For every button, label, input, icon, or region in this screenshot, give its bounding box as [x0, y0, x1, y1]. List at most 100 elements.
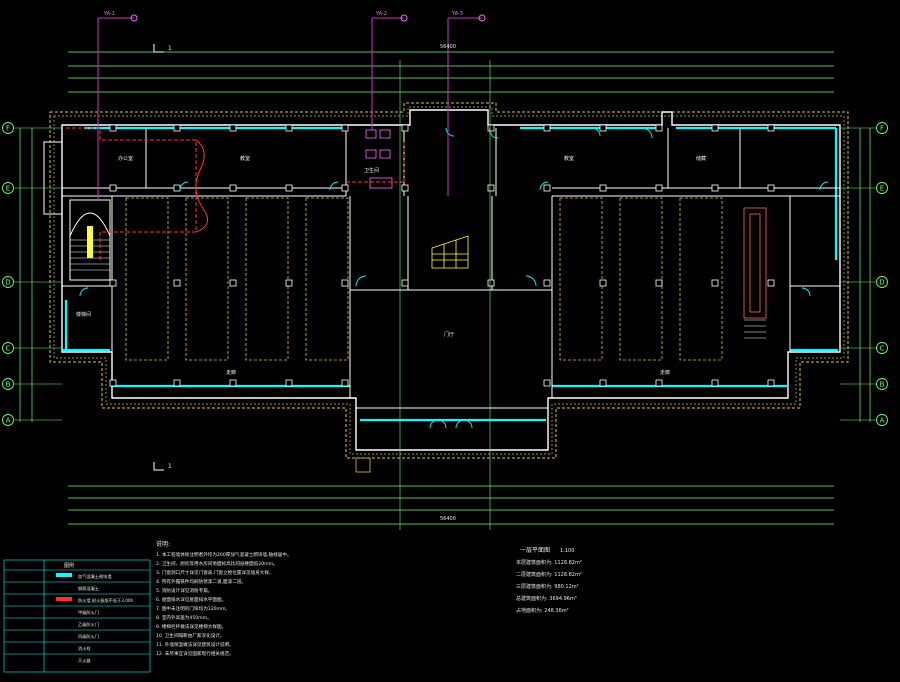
- axis-bubble: [2, 276, 14, 288]
- axis-label: B: [6, 381, 11, 389]
- top-tag-3: YA-3: [451, 11, 463, 17]
- fire-zone-line: [66, 127, 405, 262]
- legend-label: 丙级防火门: [78, 633, 99, 640]
- axis-label: D: [5, 279, 10, 287]
- section-markers: [153, 44, 164, 471]
- note-line: 6. 屋面排水详见屋面排水平面图。: [156, 596, 226, 603]
- legend-swatch-cyan: [56, 573, 72, 577]
- notes-list: 1. 本工程墙体除注明者外均为200厚加气混凝土砌块墙,轴线居中。 2. 卫生间、…: [156, 551, 292, 657]
- section-marker-bottom: 1: [168, 463, 172, 470]
- fire-zone-curve: [195, 139, 209, 233]
- drawing-scale: 1:100: [560, 548, 574, 554]
- note-line: 1. 本工程墙体除注明者外均为200厚加气混凝土砌块墙,轴线居中。: [156, 551, 292, 558]
- axis-label: E: [880, 185, 884, 193]
- note-line: 7. 图中未注明的门垛均为120mm。: [156, 605, 230, 612]
- legend-label: 灭火器: [78, 658, 91, 664]
- room-label-stair: 楼梯间: [76, 311, 91, 318]
- legend-swatch-red: [56, 597, 72, 601]
- axis-bubble: [2, 342, 14, 354]
- note-line: 12. 未尽事宜详见国家现行相关规范。: [156, 650, 234, 657]
- note-line: 3. 门窗洞口尺寸详见门窗表,门窗立樘位置详见墙身大样。: [156, 569, 274, 576]
- total-dim-bottom: 56400: [440, 516, 456, 522]
- axis-bubble: [2, 378, 14, 390]
- top-tag-2: YA-2: [375, 11, 387, 17]
- axis-bubble: [876, 182, 888, 194]
- axis-label: B: [880, 381, 885, 389]
- legend-label: 防火墙 耐火极限不低于3.00h: [78, 597, 134, 604]
- legend-label: 消火栓: [78, 645, 91, 652]
- legend-label: 乙级防火门: [78, 621, 99, 628]
- axis-bubble: [2, 182, 14, 194]
- axis-bubble: [876, 342, 888, 354]
- west-annex: [43, 141, 63, 215]
- axis-label: E: [6, 185, 10, 193]
- dim-chains-bottom: [68, 485, 834, 525]
- room-label-corridor-w: 走廊: [226, 369, 236, 376]
- note-line: 11. 外墙保温做法详见建筑设计说明。: [156, 641, 234, 648]
- tag-leaders: [97, 17, 482, 200]
- axis-bubble: [876, 378, 888, 390]
- legend-label: 甲级防火门: [78, 609, 99, 616]
- stair-highlight: [87, 226, 93, 258]
- axis-label: C: [880, 345, 885, 353]
- axis-label: A: [6, 417, 11, 425]
- axis-bubble: [2, 122, 14, 134]
- area-line: 本层建筑面积为: 1128.82m²: [516, 559, 582, 566]
- axis-bubble: [876, 414, 888, 426]
- axis-label: D: [879, 279, 884, 287]
- room-label-classroom-e: 教室: [564, 155, 574, 162]
- legend-title: 图例: [64, 562, 74, 569]
- axis-label: C: [6, 345, 11, 353]
- doors: [79, 127, 829, 429]
- area-line: 占地面积为: 248.36m²: [516, 607, 569, 614]
- classroom-zones: [125, 197, 723, 361]
- axis-bubble: [2, 414, 14, 426]
- tag-leader-dots: [130, 14, 486, 22]
- legend-table: [3, 559, 151, 673]
- room-label-storage: 储藏: [696, 155, 706, 162]
- entry-porch: [355, 457, 371, 473]
- axis-label: F: [880, 125, 884, 133]
- room-label-corridor-e: 走廊: [660, 369, 670, 376]
- section-marker-top: 1: [168, 45, 172, 52]
- axis-bubble: [876, 122, 888, 134]
- reference-lines: [399, 60, 491, 530]
- notes-heading: 说明:: [156, 540, 170, 548]
- room-label-office: 办公室: [118, 155, 133, 162]
- columns: [109, 124, 775, 387]
- axis-rows-right: F E D C B A: [840, 122, 888, 426]
- area-line: 总建筑面积为: 3694.96m²: [516, 595, 577, 602]
- room-label-classroom-w: 教室: [240, 155, 250, 162]
- total-dim-top: 56400: [440, 44, 456, 50]
- dim-chains-left: [19, 128, 33, 422]
- room-label-wc: 卫生间: [364, 167, 379, 174]
- legend-row-lines: [4, 581, 150, 655]
- note-line: 8. 室内外高差为450mm。: [156, 614, 212, 621]
- west-stair: [69, 199, 111, 281]
- central-stair: [431, 235, 469, 269]
- area-line: 二层建筑面积为: 1128.82m²: [516, 571, 582, 578]
- note-line: 10. 卫生间隔断由厂家深化设计。: [156, 632, 225, 639]
- building-outline: [61, 109, 841, 451]
- east-stair: [743, 207, 767, 339]
- legend-label: 加气混凝土砌块墙: [78, 573, 112, 580]
- site-boundary-dashed: [49, 102, 849, 459]
- dim-chains-right: [859, 128, 871, 422]
- axis-rows-left: F E D C B A: [2, 122, 62, 426]
- area-line: 三层建筑面积为: 980.12m²: [516, 583, 579, 590]
- interior-walls: [62, 128, 840, 409]
- area-summary: 本层建筑面积为: 1128.82m² 二层建筑面积为: 1128.82m² 三层建筑…: [516, 559, 582, 614]
- wc-fixtures: [365, 129, 393, 189]
- building-drawing: [3, 14, 871, 673]
- room-label-hall: 门厅: [444, 331, 454, 338]
- axis-bubble: [876, 276, 888, 288]
- legend-label: 钢筋混凝土: [78, 585, 99, 592]
- note-line: 2. 卫生间、厨房等用水房间地面标高比同层楼面低20mm。: [156, 560, 278, 567]
- axis-label: F: [6, 125, 10, 133]
- site-boundary-dashed-inner: [53, 106, 845, 455]
- dim-chains-top: [68, 51, 834, 93]
- note-line: 9. 楼梯栏杆做法详见楼梯大样图。: [156, 623, 226, 630]
- axis-label: A: [880, 417, 885, 425]
